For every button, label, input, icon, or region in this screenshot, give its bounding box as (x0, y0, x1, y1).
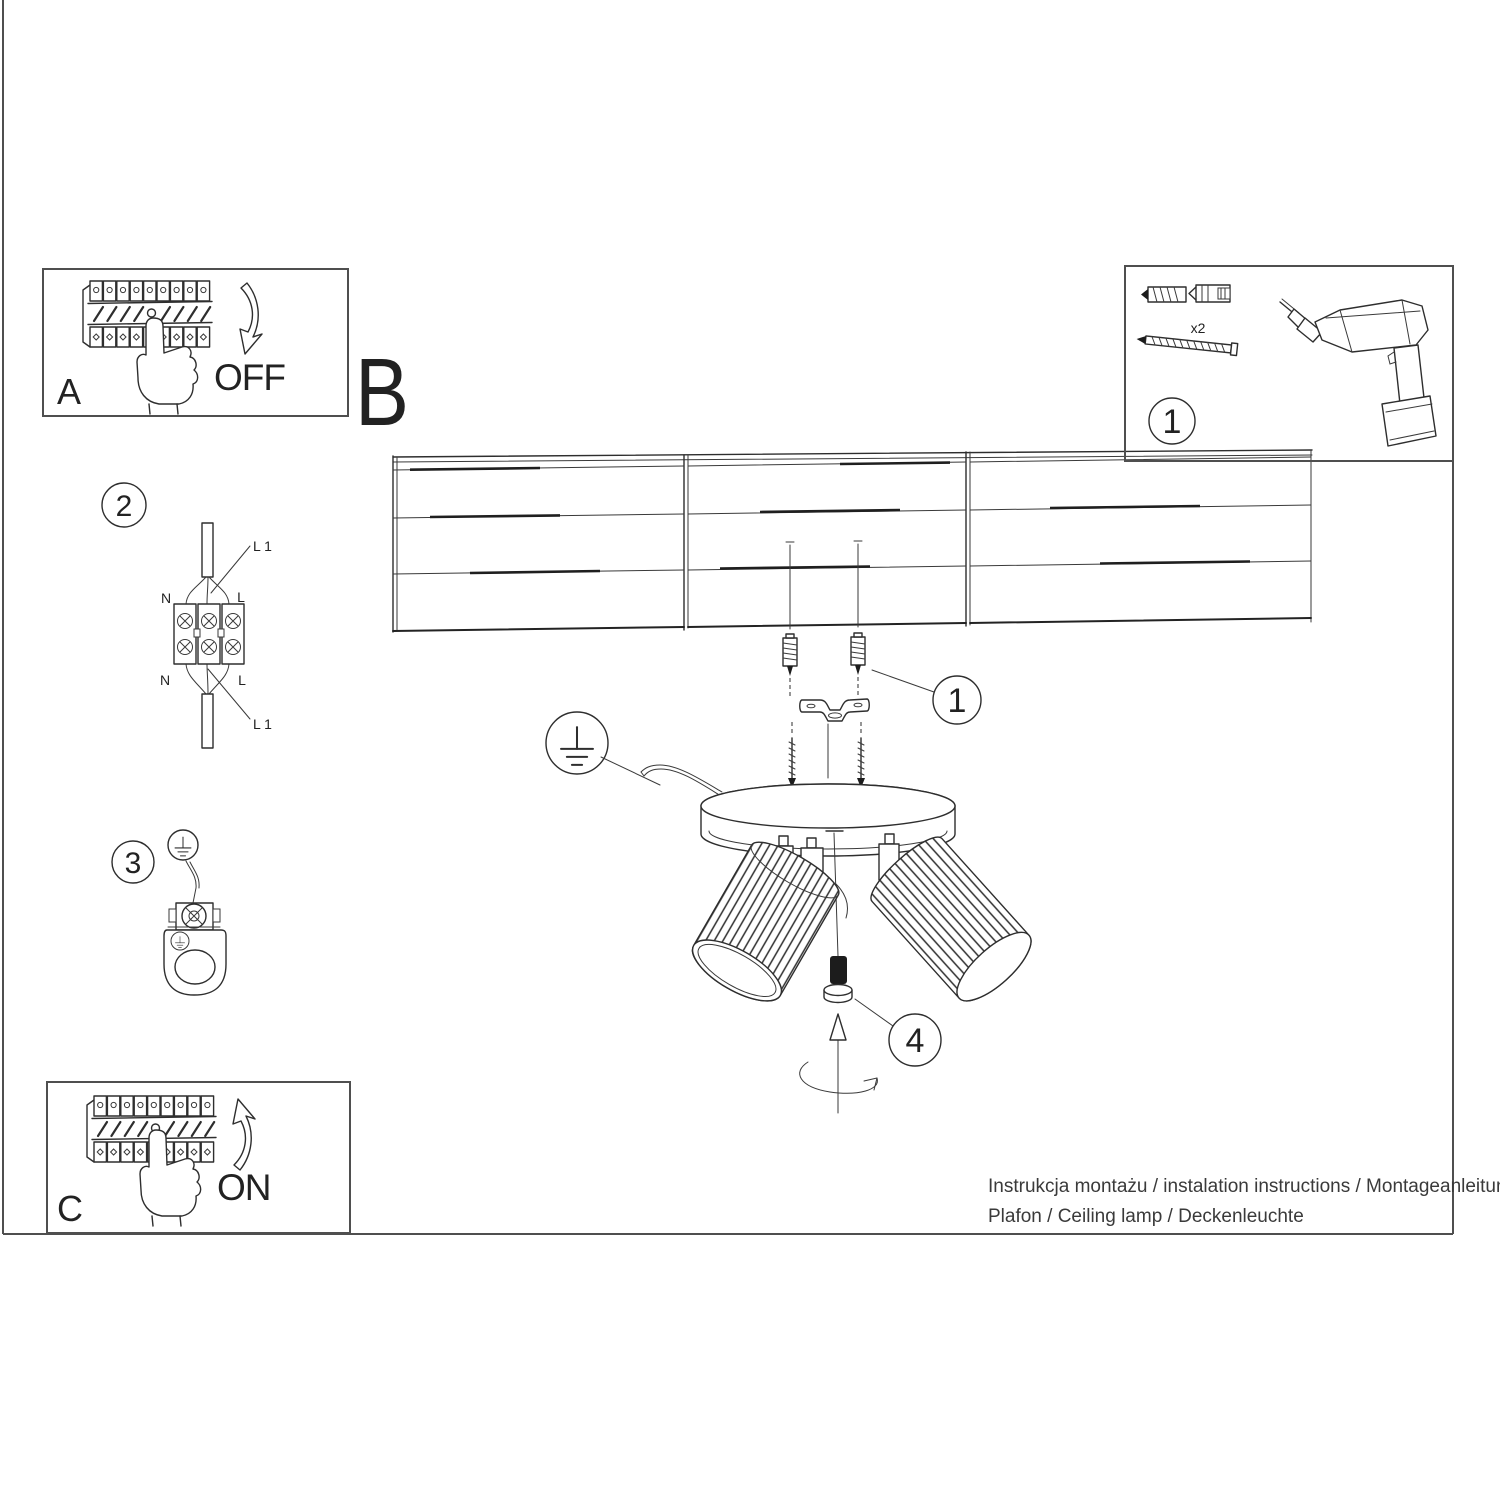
earth-plate (163, 926, 227, 996)
wiring-step-number: 2 (116, 490, 133, 523)
screw-part (1136, 335, 1239, 357)
arrow-down-icon (239, 282, 263, 355)
step-c-label: C (57, 1188, 83, 1229)
anchor-plugs (1141, 284, 1231, 303)
l1-top-label: L 1 (253, 538, 272, 554)
callout-adjust-number: 4 (906, 1022, 925, 1060)
terminal-l-bottom: L (238, 672, 246, 688)
terminal-n-bottom: N (160, 672, 170, 688)
rotation-arrow (799, 1013, 878, 1114)
earth-wire (640, 764, 723, 797)
power-off-label: OFF (214, 357, 285, 398)
drill-holes (785, 540, 863, 630)
step-2-wiring: 2 N (101, 482, 272, 749)
callout-mounting: 1 (871, 669, 982, 725)
callout-adjust: 4 (854, 998, 942, 1067)
earth-step-number: 3 (125, 847, 142, 880)
step-a-label: A (57, 371, 81, 412)
terminal-n-top: N (161, 590, 171, 606)
terminal-l-top: L (237, 589, 245, 605)
callout-mounting-number: 1 (948, 682, 967, 720)
step-a-box: A OFF (42, 268, 349, 417)
ground-symbol (545, 711, 661, 786)
power-on-label: ON (217, 1167, 271, 1208)
parts-step-number: 1 (1163, 403, 1182, 441)
parts-box: x2 1 (1124, 265, 1454, 462)
wall-anchors (782, 632, 866, 677)
adjustment-knob (823, 956, 853, 1004)
earth-terminal (168, 902, 221, 931)
spotlight-left (683, 833, 846, 1015)
spotlight-right (863, 828, 1041, 1012)
drill-icon (1279, 298, 1437, 447)
footer-text: Instrukcja montażu / instalation instruc… (988, 1176, 1500, 1227)
mounting-bracket (799, 698, 870, 722)
l1-bottom-label: L 1 (253, 716, 272, 732)
terminal-block (173, 603, 245, 665)
step-b-label: B (355, 339, 409, 446)
step-c-box: C ON (46, 1081, 351, 1234)
step-3-earth: 3 (111, 829, 227, 996)
footer-line1: Instrukcja montażu / instalation instruc… (988, 1176, 1500, 1197)
assembly-guides (789, 677, 862, 779)
anchor-qty-label: x2 (1191, 320, 1206, 336)
ceiling-panels (392, 449, 1313, 633)
arrow-up-icon (232, 1098, 256, 1171)
footer-line2: Plafon / Ceiling lamp / Deckenleuchte (988, 1206, 1304, 1227)
